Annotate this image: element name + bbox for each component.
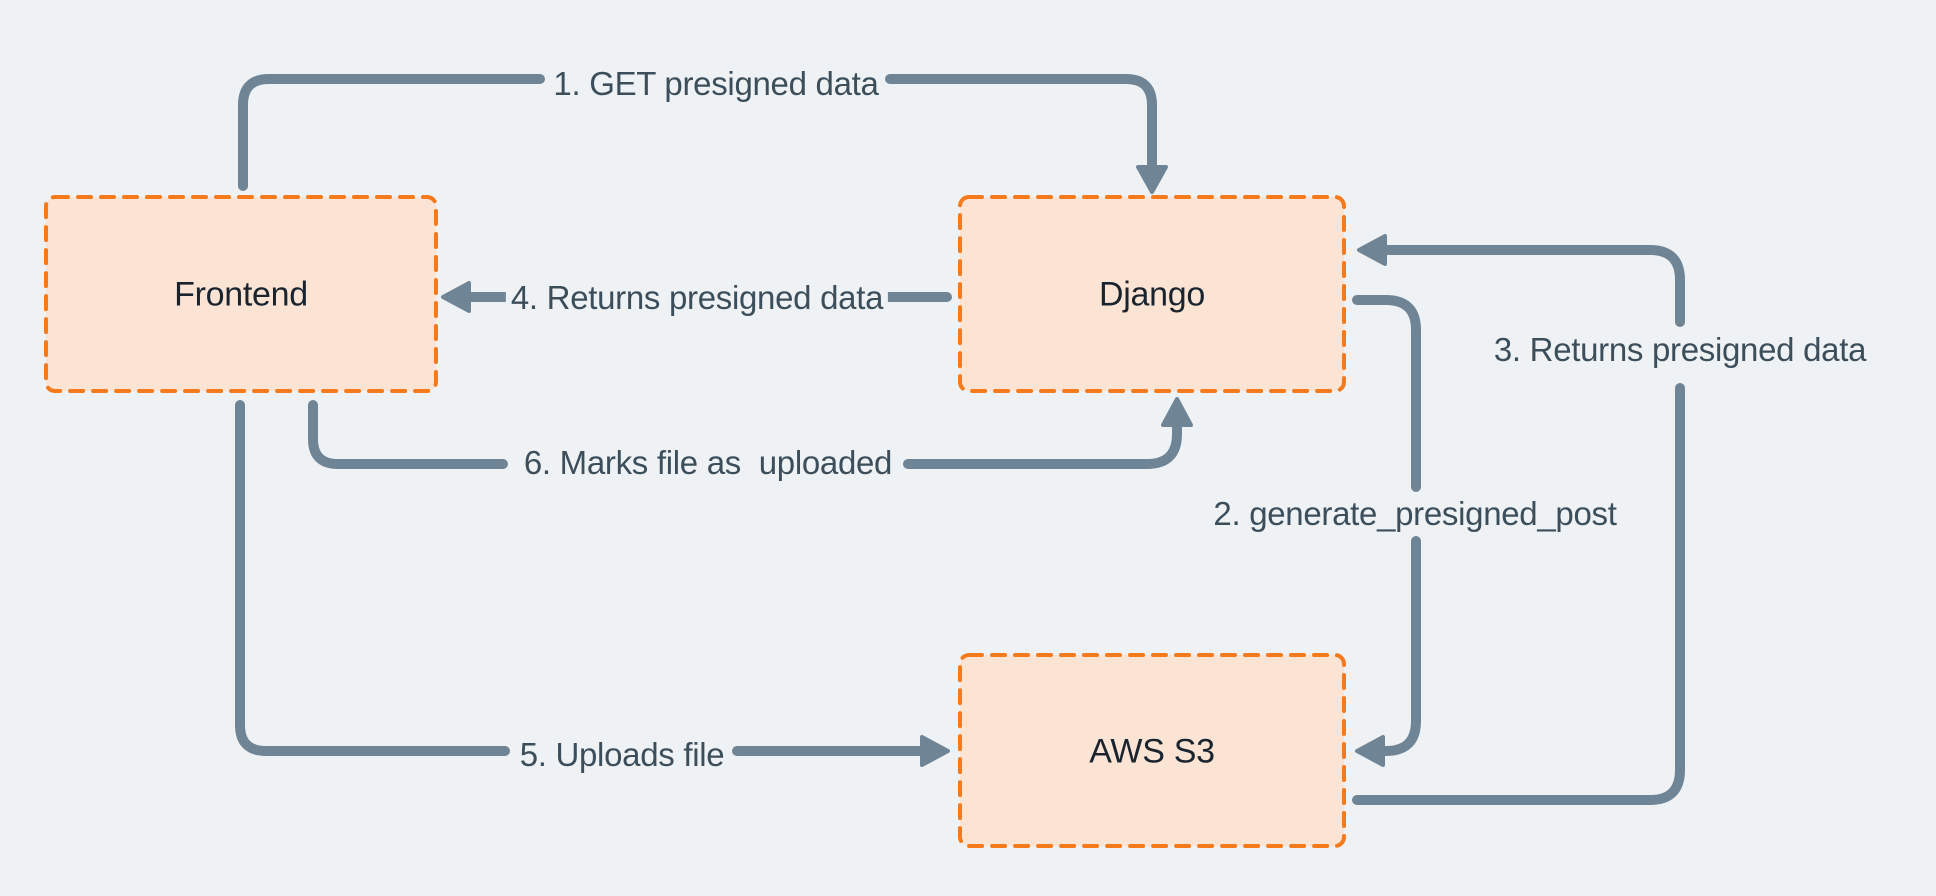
django-box — [958, 195, 1346, 393]
arrow5-path-left — [235, 400, 510, 756]
arrow6-path-right — [903, 421, 1182, 469]
frontend-box — [44, 195, 438, 393]
arrow5-right-arrowhead-icon — [920, 735, 950, 767]
aws-s3-box — [958, 653, 1346, 848]
arrow3-left-arrowhead-icon — [1357, 234, 1387, 266]
arrow1-path-right — [885, 74, 1157, 171]
arrow1-path-left — [238, 74, 545, 191]
arrow6-path-left — [308, 400, 508, 469]
arrow3-path-bottom — [1352, 383, 1685, 805]
arrow4-left-arrowhead-icon — [441, 281, 471, 313]
arrow2-left-arrowhead-icon — [1355, 735, 1385, 767]
arrow6-up-arrowhead-icon — [1161, 397, 1193, 427]
arrow2-path-top — [1352, 295, 1421, 492]
arrow3-path-top — [1381, 245, 1685, 327]
arrow1-down-arrowhead-icon — [1136, 165, 1168, 194]
arrow2-path-bottom — [1379, 536, 1421, 756]
